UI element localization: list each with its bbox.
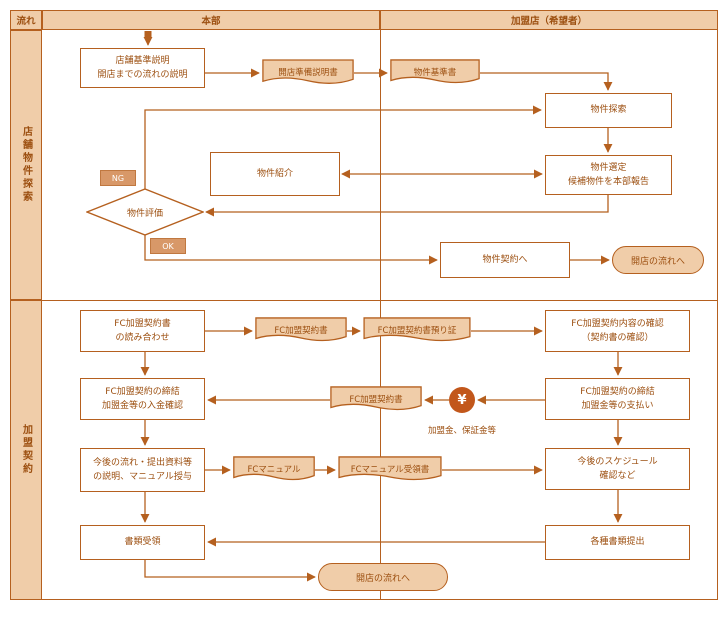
document-opening-prep-manual: 開店準備説明書: [262, 59, 354, 88]
process-schedule-check: 今後のスケジュール 確認など: [545, 448, 690, 490]
terminator-label: 開店の流れへ: [355, 573, 410, 584]
process-contract-content-check: FC加盟契約内容の確認 （契約書の確認）: [545, 310, 690, 352]
node-label: の読み合わせ: [115, 333, 170, 343]
header-kamei-label: 加盟店（希望者）: [510, 16, 587, 27]
node-label: 各種書類提出: [590, 537, 645, 548]
document-label: FC加盟契約書: [349, 394, 403, 405]
document-shape-icon: [255, 317, 347, 345]
document-fc-manual: FCマニュアル: [233, 456, 315, 484]
node-label: 物件紹介: [256, 168, 293, 179]
process-property-contract: 物件契約へ: [440, 242, 570, 278]
document-label: 物件基準書: [413, 67, 457, 78]
node-label: 候補物件を本部報告: [567, 177, 649, 187]
node-label: （契約書の確認）: [581, 333, 654, 343]
document-shape-icon: [338, 456, 442, 484]
document-shape-icon: [363, 317, 471, 345]
section1-label: 店舗物件探索: [20, 126, 32, 204]
node-label: 今後の流れ・提出資料等: [92, 457, 192, 468]
node-label: 物件選定: [590, 162, 627, 173]
payment-caption: 加盟金、保証金等: [427, 426, 496, 436]
process-contract-conclusion-payment-check: FC加盟契約の締結 加盟金等の入金確認: [80, 378, 205, 420]
process-contract-reading: FC加盟契約書 の読み合わせ: [80, 310, 205, 352]
node-label: 今後のスケジュール: [577, 456, 658, 467]
document-shape-icon: [390, 59, 480, 87]
node-label: FC加盟契約書: [114, 318, 171, 329]
node-label: FC加盟契約内容の確認: [571, 318, 664, 329]
document-shape-icon: [233, 456, 315, 484]
terminator-label: 開店の流れへ: [630, 256, 685, 267]
node-label: 確認など: [599, 471, 636, 481]
node-label: 開店までの流れの説明: [97, 70, 188, 80]
decision-label: 物件評価: [126, 208, 163, 219]
document-property-standards: 物件基準書: [390, 59, 480, 87]
outer-frame: [10, 10, 718, 600]
node-label: FC加盟契約の締結: [580, 386, 655, 397]
node-label: 加盟金等の支払い: [581, 401, 654, 411]
branch-label-ok: OK: [150, 238, 186, 254]
process-store-standards-explanation: 店舗基準説明 開店までの流れの説明: [80, 48, 205, 88]
document-fc-contract-1: FC加盟契約書: [255, 317, 347, 345]
document-manual-receipt: FCマニュアル受領書: [338, 456, 442, 484]
node-label: FC加盟契約の締結: [105, 386, 180, 397]
process-document-submission: 各種書類提出: [545, 525, 690, 560]
yen-symbol: ¥: [457, 392, 467, 408]
process-document-receipt: 書類受領: [80, 525, 205, 560]
node-label: 加盟金等の入金確認: [101, 401, 183, 411]
document-label: 開店準備説明書: [278, 68, 338, 78]
document-contract-deposit-receipt: FC加盟契約書預り証: [363, 317, 471, 345]
document-label: FCマニュアル: [247, 464, 301, 475]
document-shape-icon: [330, 386, 422, 414]
column-divider: [380, 10, 381, 600]
terminator-to-opening-flow-top: 開店の流れへ: [612, 246, 704, 274]
node-label: 店舗基準説明: [115, 55, 170, 66]
process-contract-conclusion-payment: FC加盟契約の締結 加盟金等の支払い: [545, 378, 690, 420]
section-label-franchise-contract: 加盟契約: [10, 300, 42, 600]
section2-label: 加盟契約: [20, 424, 32, 476]
terminator-to-opening-flow-bottom: 開店の流れへ: [318, 563, 448, 591]
header-honbu-label: 本部: [201, 16, 221, 27]
ng-label: NG: [111, 173, 125, 183]
node-label: 物件探索: [590, 105, 627, 116]
process-future-flow-explanation: 今後の流れ・提出資料等 の説明、マニュアル授与: [80, 448, 205, 492]
node-label: 物件契約へ: [482, 254, 528, 265]
branch-label-ng: NG: [100, 170, 136, 186]
document-shape-icon: [262, 59, 354, 88]
node-label: 書類受領: [124, 537, 161, 548]
decision-property-evaluation: 物件評価: [86, 188, 204, 236]
header-flow-label: 流れ: [16, 16, 36, 27]
document-label: FC加盟契約書預り証: [377, 325, 457, 336]
process-property-selection: 物件選定 候補物件を本部報告: [545, 155, 672, 195]
process-property-search: 物件探索: [545, 93, 672, 128]
yen-payment-icon: ¥: [449, 387, 475, 413]
section-divider: [10, 300, 718, 301]
diamond-shape-icon: [86, 188, 204, 236]
section-label-property-search: 店舗物件探索: [10, 30, 42, 300]
process-property-introduction: 物件紹介: [210, 152, 340, 196]
ok-label: OK: [162, 241, 174, 251]
document-label: FCマニュアル受領書: [350, 464, 430, 475]
document-fc-contract-2: FC加盟契約書: [330, 386, 422, 414]
node-label: の説明、マニュアル授与: [93, 472, 192, 482]
document-label: FC加盟契約書: [274, 325, 328, 336]
